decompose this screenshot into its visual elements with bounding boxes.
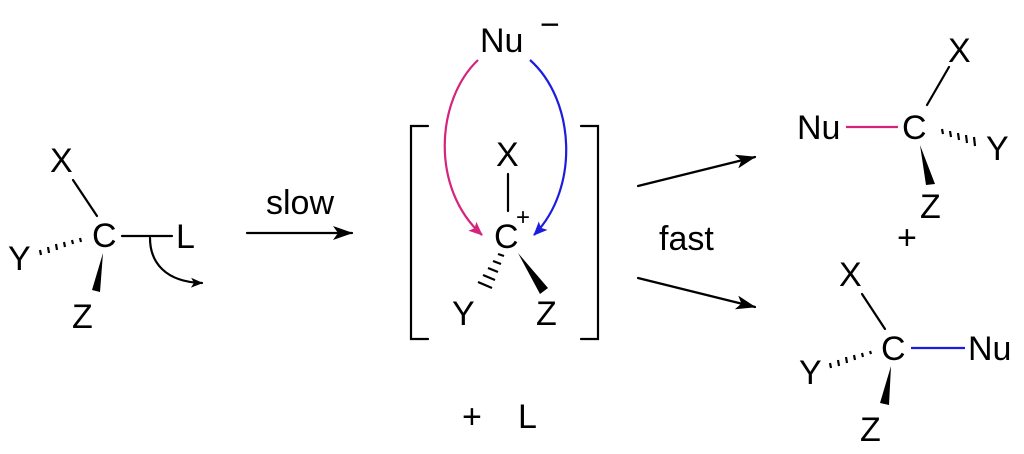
product-bottom-bond-cx	[860, 292, 887, 331]
product-top-bond-cx	[925, 65, 951, 107]
bracket-right	[579, 124, 600, 341]
product-top-wedge-z	[920, 145, 935, 185]
product-bottom-x: X	[839, 256, 862, 294]
nucleophile-label: Nu	[480, 22, 523, 60]
reactant: X C L Y Z	[8, 142, 204, 336]
product-top-hashed-bond-y	[940, 128, 977, 147]
step2-label: fast	[659, 220, 714, 258]
product-top-z: Z	[920, 188, 941, 226]
product-bottom: X C Nu Y Z	[799, 256, 1011, 449]
step1-label: slow	[266, 184, 334, 222]
step2-arrow-bottom	[636, 276, 757, 310]
retention-attack-arrow	[443, 59, 483, 236]
bracket-left	[409, 124, 430, 341]
product-bottom-y: Y	[799, 354, 822, 392]
carbocation-hashed-bond-y	[477, 252, 505, 290]
intermediate: Nu − X C + Y Z + L	[409, 6, 600, 436]
carbocation-x: X	[496, 136, 519, 174]
nucleophile-charge: −	[540, 6, 560, 44]
product-bottom-c: C	[881, 330, 906, 368]
product-bottom-nu: Nu	[968, 330, 1011, 368]
carbocation-charge: +	[516, 204, 530, 231]
product-top-y: Y	[986, 130, 1009, 168]
product-top-x: X	[948, 32, 971, 70]
carbocation-z: Z	[536, 295, 557, 333]
reactant-leaving-arrow	[148, 236, 204, 288]
product-top-c: C	[902, 109, 927, 147]
reactant-c: C	[92, 217, 117, 255]
product-top-nu: Nu	[797, 109, 840, 147]
step2-arrow-top	[636, 154, 757, 188]
product-top: Nu C X Y Z	[797, 32, 1009, 226]
reactant-bond-cx	[71, 178, 99, 218]
products-plus: +	[897, 219, 917, 257]
reactant-x: X	[50, 142, 73, 180]
reactant-l: L	[176, 218, 195, 256]
reactant-hashed-bond-y	[38, 237, 83, 256]
carbocation-c: C	[494, 218, 519, 256]
byproduct-plus: +	[462, 398, 482, 436]
step1-arrow-group: slow	[245, 184, 354, 240]
carbocation-wedge-z	[518, 253, 548, 294]
product-bottom-wedge-z	[880, 366, 891, 405]
product-bottom-z: Z	[860, 411, 881, 449]
carbocation-y: Y	[452, 295, 475, 333]
reactant-y: Y	[8, 240, 31, 278]
product-bottom-hashed-bond-y	[828, 350, 873, 369]
reactant-wedge-z	[92, 253, 103, 292]
byproduct-l: L	[518, 398, 537, 436]
step2-arrow-group: fast	[636, 154, 757, 310]
reactant-z: Z	[72, 298, 93, 336]
inversion-attack-arrow	[529, 59, 568, 236]
